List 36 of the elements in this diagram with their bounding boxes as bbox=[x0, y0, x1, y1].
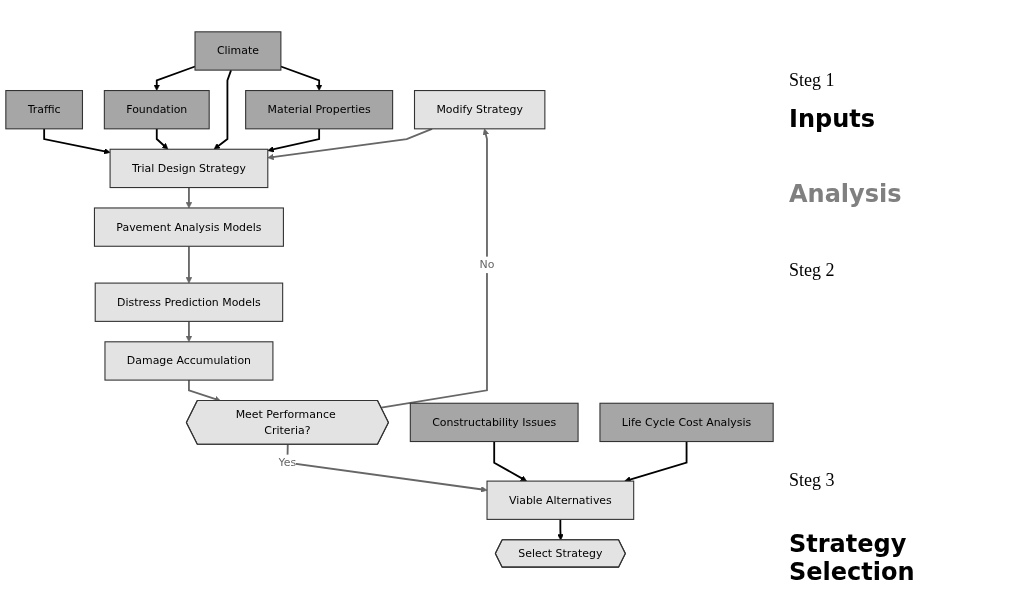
section-heading: Strategy Selection bbox=[789, 530, 916, 586]
node-box bbox=[94, 282, 284, 322]
node-box bbox=[93, 206, 284, 247]
arrow bbox=[380, 128, 489, 409]
flowchart-drawing: No Yes Climate Traffic Foundation Material Properties Modify Strategy Trial Design Strategy Pavement Analysis Models Distress Prediction Models Damage Accumulation Meet Performance Criteria? Constructability Issues Life Cycle Cost Analysis Viable Alternatives Select Strategy bbox=[0, 25, 779, 573]
node-box bbox=[109, 148, 269, 188]
section-heading: Analysis bbox=[789, 180, 902, 208]
arrow bbox=[153, 65, 196, 91]
arrow bbox=[493, 440, 527, 481]
arrow bbox=[185, 319, 193, 342]
node-box bbox=[409, 402, 579, 442]
edge-label: Yes bbox=[278, 455, 297, 469]
arrow bbox=[43, 127, 111, 154]
arrow bbox=[213, 68, 232, 150]
node-box bbox=[194, 30, 282, 71]
node-box bbox=[104, 340, 274, 381]
arrow bbox=[185, 244, 193, 283]
step-label: Steg 3 bbox=[789, 470, 835, 491]
arrow bbox=[188, 378, 221, 402]
arrow bbox=[557, 518, 564, 540]
arrow bbox=[267, 127, 321, 152]
step-label: Steg 2 bbox=[789, 260, 835, 281]
arrow bbox=[185, 186, 193, 208]
arrow bbox=[286, 443, 488, 493]
node-box bbox=[486, 480, 635, 520]
node-box bbox=[5, 89, 83, 129]
edge-label: No bbox=[479, 257, 495, 271]
node-box bbox=[599, 402, 774, 442]
node-box bbox=[103, 89, 210, 129]
node-box bbox=[413, 89, 546, 129]
section-heading: Inputs bbox=[789, 105, 876, 133]
arrow bbox=[267, 127, 433, 160]
step-label: Steg 1 bbox=[789, 70, 835, 91]
arrow bbox=[624, 440, 688, 483]
arrow bbox=[155, 127, 169, 150]
node-box bbox=[245, 89, 394, 129]
